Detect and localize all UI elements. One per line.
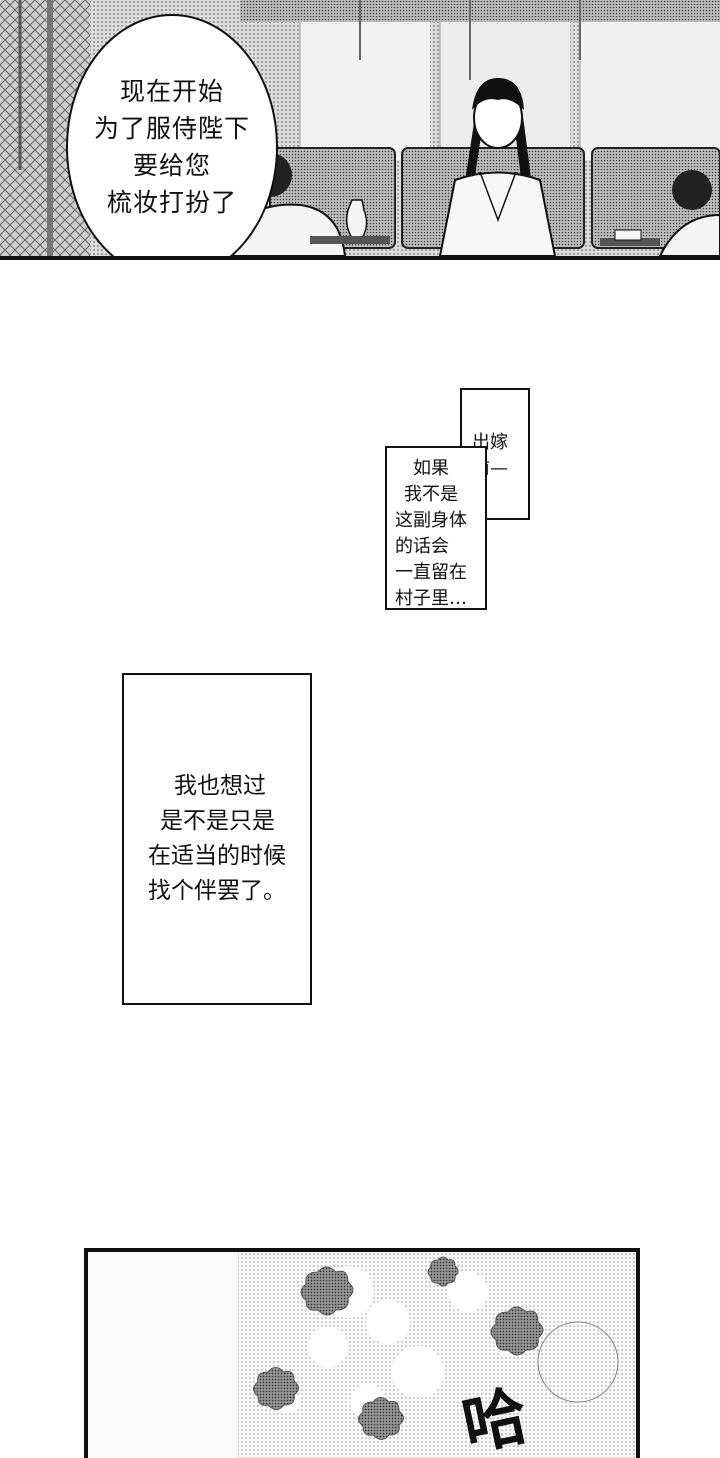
speech-line: 要给您 — [132, 151, 211, 180]
panel-flowers: 哈 — [84, 1248, 640, 1458]
narration-line: 一直留在 — [395, 562, 467, 583]
panel-palace-scene: 现在开始 为了服侍陛下 要给您 梳妆打扮了 — [0, 0, 720, 260]
narration-line: 村子里… — [395, 588, 467, 609]
speech-bubble: 现在开始 为了服侍陛下 要给您 梳妆打扮了 — [66, 14, 278, 256]
speech-line: 现在开始 — [119, 77, 224, 106]
narration-line: 我也想过 — [174, 773, 266, 799]
speech-bubble-text: 现在开始 为了服侍陛下 要给您 梳妆打扮了 — [94, 73, 250, 221]
palace-scene-illustration — [0, 0, 720, 256]
narration-line: 这副身体 — [395, 510, 467, 531]
narration-line: 的话会 — [395, 536, 449, 557]
narration-line: 在适当的时候 — [148, 843, 286, 869]
narration-line: 找个伴罢了。 — [148, 878, 286, 904]
speech-line: 梳妆打扮了 — [106, 188, 237, 217]
flower-illustration — [238, 1252, 636, 1458]
narration-line: 是不是只是 — [160, 808, 275, 834]
speech-line: 为了服侍陛下 — [93, 114, 250, 143]
narration-line: 我不是 — [404, 484, 458, 505]
narration-box-village: 如果 我不是 这副身体 的话会 一直留在 村子里… — [385, 446, 487, 610]
narration-box-partner: 我也想过 是不是只是 在适当的时候 找个伴罢了。 — [122, 673, 312, 1005]
narration-line: 如果 — [413, 458, 449, 479]
